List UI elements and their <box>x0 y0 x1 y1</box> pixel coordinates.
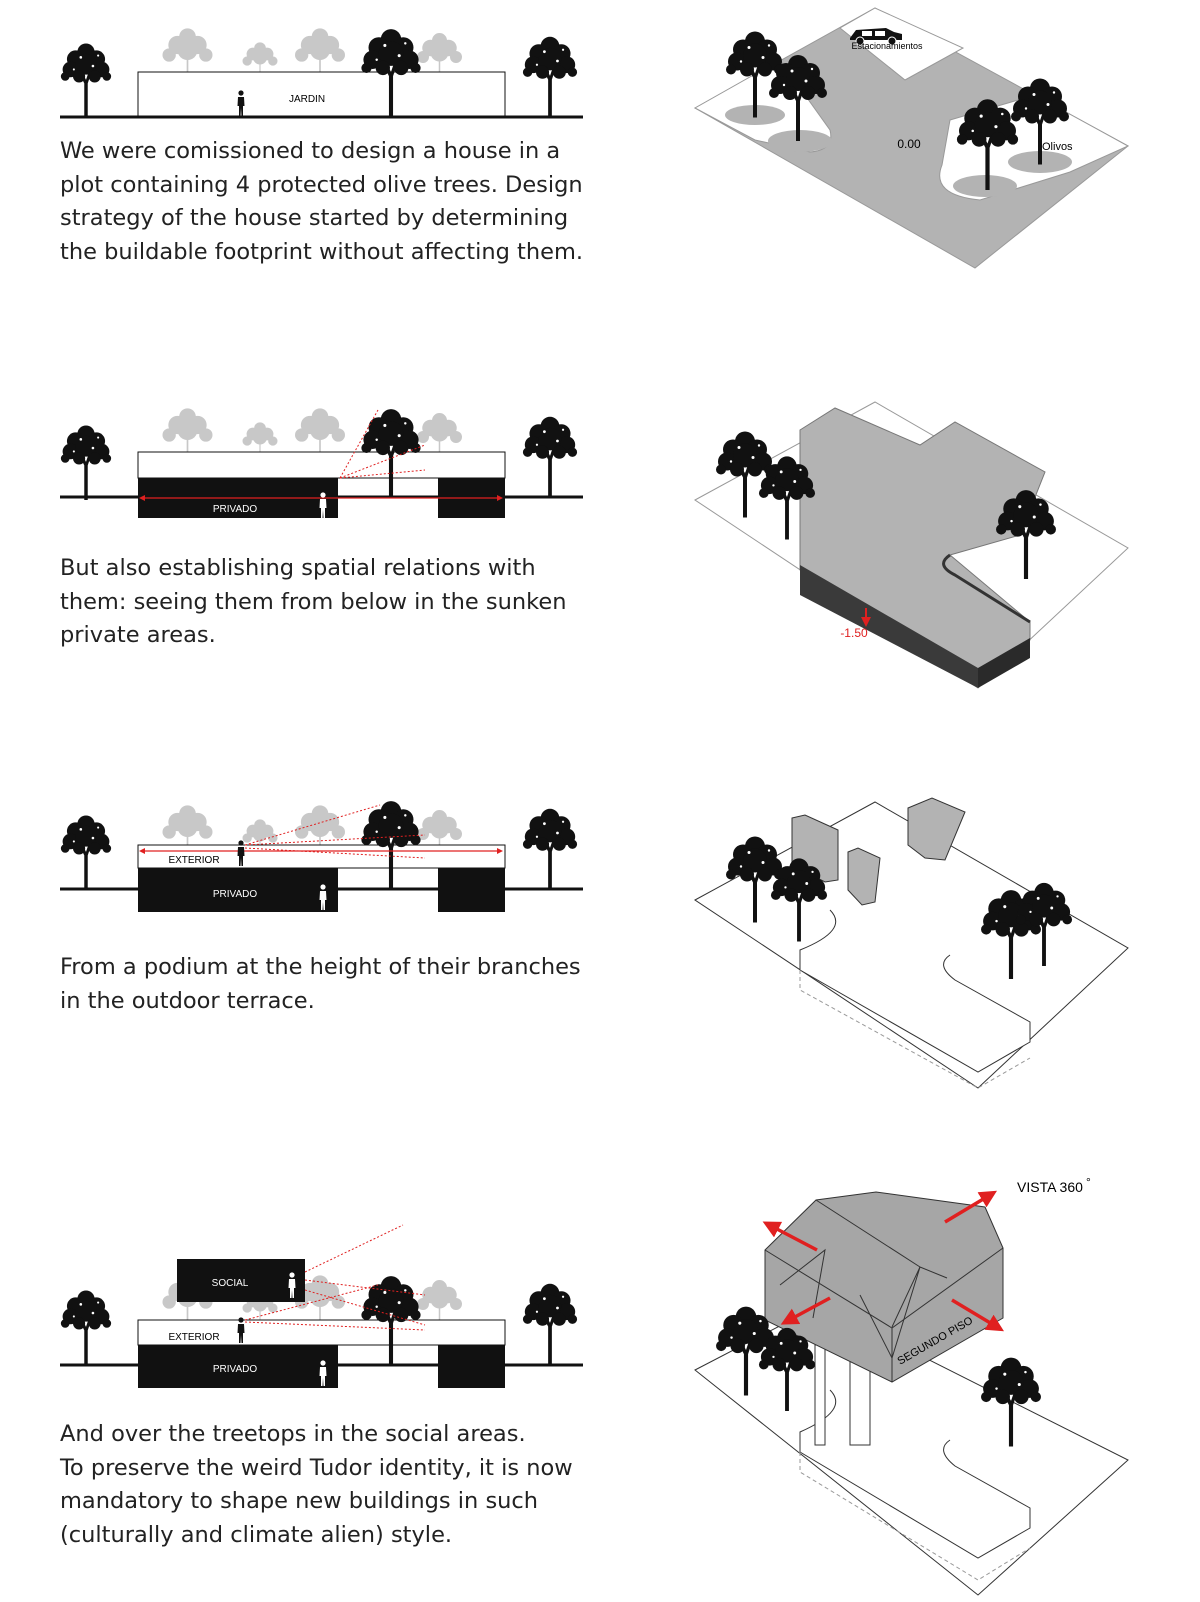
tree-icon <box>60 425 112 500</box>
level-label: -1.50 <box>840 626 868 640</box>
level-label: 0.00 <box>897 137 921 151</box>
view-label: VISTA 360 <box>1017 1179 1083 1195</box>
text-line: the buildable footprint without affectin… <box>60 238 584 265</box>
description-3: From a podium at the height of their bra… <box>60 951 620 1018</box>
section-diagram-garden: JARDIN <box>60 28 583 119</box>
description-2: But also establishing spatial relations … <box>60 552 620 653</box>
text-line: But also establishing spatial relations … <box>60 555 536 581</box>
tree-icon <box>60 1290 112 1365</box>
volume-block <box>847 847 881 906</box>
garden-volume <box>137 71 506 118</box>
text-line: plot containing 4 protected olive trees.… <box>60 171 583 198</box>
parking-label: Estacionamientos <box>851 41 923 51</box>
olive-trees-label: Olivos <box>1042 141 1073 153</box>
section-diagram-social: SOCIAL EXTERIOR PRIVADO <box>60 1224 583 1388</box>
tree-icon <box>60 43 112 118</box>
description-1: We were comissioned to design a house in… <box>60 135 620 269</box>
text-line: private areas. <box>60 622 216 648</box>
text-line: strategy of the house started by determi… <box>60 205 569 231</box>
text-line: To preserve the weird Tudor identity, it… <box>60 1454 573 1481</box>
exterior-label: EXTERIOR <box>168 855 219 866</box>
axonometric-site-plan: Estacionamientos 0.00 Olivos <box>693 7 1130 269</box>
tree-icon <box>522 36 578 117</box>
private-label: PRIVADO <box>213 504 257 515</box>
volume-block <box>907 797 966 861</box>
tree-icon <box>522 1283 578 1364</box>
sightlines <box>244 1224 426 1331</box>
parking-area <box>839 7 965 81</box>
text-line: (culturally and climate alien) style. <box>60 1521 453 1548</box>
car-icon <box>850 28 902 46</box>
text-line: From a podium at the height of their bra… <box>60 954 581 980</box>
text-line: And over the treetops in the social area… <box>60 1421 526 1447</box>
text-line: mandatory to shape new buildings in such <box>60 1488 539 1514</box>
tree-icon <box>522 416 578 497</box>
description-4: And over the treetops in the social area… <box>60 1418 620 1552</box>
sightlines <box>339 409 426 479</box>
degree-symbol: ° <box>1086 1175 1091 1189</box>
text-line: in the outdoor terrace. <box>60 987 315 1014</box>
text-line: them: seeing them from below in the sunk… <box>60 588 567 615</box>
tree-icon <box>60 815 112 890</box>
social-volume <box>177 1259 305 1302</box>
view-arrows <box>762 1190 1005 1332</box>
axonometric-social-volume: VISTA 360 ° SEGUNDO PISO <box>694 1175 1129 1596</box>
private-label: PRIVADO <box>213 889 257 900</box>
axonometric-sunken-volume: -1.50 <box>694 401 1129 689</box>
exterior-label: EXTERIOR <box>168 1332 219 1343</box>
tree-icon <box>522 808 578 889</box>
axonometric-podium <box>694 797 1129 1089</box>
text-line: We were comissioned to design a house in… <box>60 138 561 164</box>
section-diagram-podium: EXTERIOR PRIVADO <box>60 801 583 912</box>
garden-label: JARDIN <box>289 94 325 105</box>
sunken-wall-left <box>800 565 978 688</box>
private-label: PRIVADO <box>213 1364 257 1375</box>
social-label: SOCIAL <box>212 1278 249 1289</box>
section-diagram-sunken: PRIVADO <box>60 408 583 518</box>
